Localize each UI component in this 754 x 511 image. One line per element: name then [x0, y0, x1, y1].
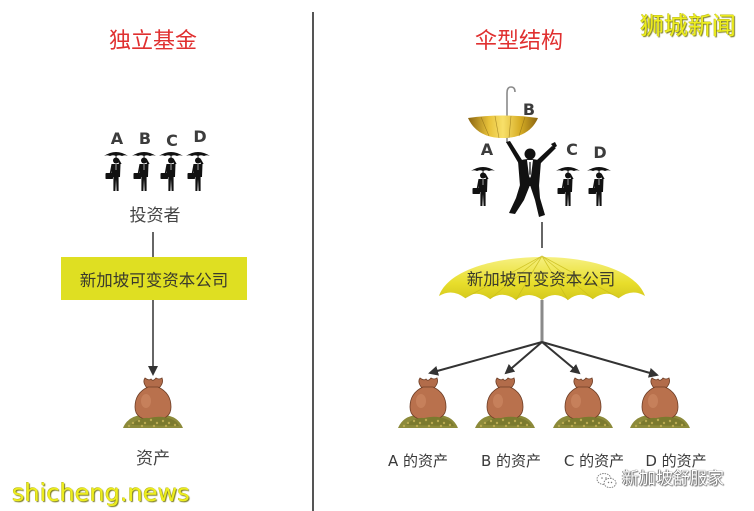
money-bag-icon-c	[553, 377, 613, 428]
vcc-umbrella-label: 新加坡可变资本公司	[466, 270, 616, 289]
watermark-shicheng-cn: 狮城新闻	[640, 12, 736, 40]
investor-label-b: B	[138, 129, 152, 148]
vcc-company-label: 新加坡可变资本公司	[79, 270, 229, 290]
asset-label-b: B 的资产	[480, 452, 542, 470]
asset-label-d: D 的资产	[645, 452, 707, 470]
investor-label-b: B	[522, 100, 536, 119]
vcc-umbrella-icon	[439, 255, 645, 301]
wechat-icon	[596, 473, 617, 489]
money-bag-icon	[123, 377, 183, 428]
businessman-umbrella-icon	[104, 152, 128, 191]
watermark-wechat-account: 新加坡舒服家	[622, 469, 724, 489]
investors-label: 投资者	[129, 206, 181, 226]
asset-arrow-c	[541, 341, 581, 375]
left-panel-title: 独立基金	[108, 29, 197, 54]
businessman-umbrella-icon	[132, 152, 156, 191]
money-bag-icon-b	[475, 377, 535, 428]
businessman-umbrella-icon	[587, 167, 611, 206]
asset-arrow-a	[428, 341, 543, 376]
money-bag-icon-a	[398, 377, 458, 428]
businessman-umbrella-icon	[471, 167, 495, 206]
asset-arrow-d	[541, 341, 659, 378]
money-bag-icon-d	[630, 377, 690, 428]
businessman-umbrella-icon	[186, 152, 210, 191]
lead-investor-figure-icon	[506, 141, 557, 217]
vcc-company-box: 新加坡可变资本公司	[61, 257, 247, 300]
investor-label-a: A	[480, 140, 494, 159]
investor-label-a: A	[110, 129, 124, 148]
businessman-umbrella-icon	[556, 167, 580, 206]
asset-label-c: C 的资产	[563, 452, 625, 470]
asset-label: 资产	[136, 449, 170, 469]
right-panel-title: 伞型结构	[474, 29, 563, 54]
investor-label-d: D	[593, 143, 607, 162]
watermark-shicheng-news: shicheng.news	[12, 479, 190, 507]
asset-label-a: A 的资产	[387, 452, 449, 470]
businessman-umbrella-icon	[159, 152, 183, 191]
investor-label-c: C	[566, 140, 578, 159]
investor-label-d: D	[193, 127, 207, 146]
golden-umbrella-icon	[468, 86, 538, 143]
investor-label-c: C	[166, 131, 178, 150]
asset-arrow-b	[504, 341, 543, 375]
